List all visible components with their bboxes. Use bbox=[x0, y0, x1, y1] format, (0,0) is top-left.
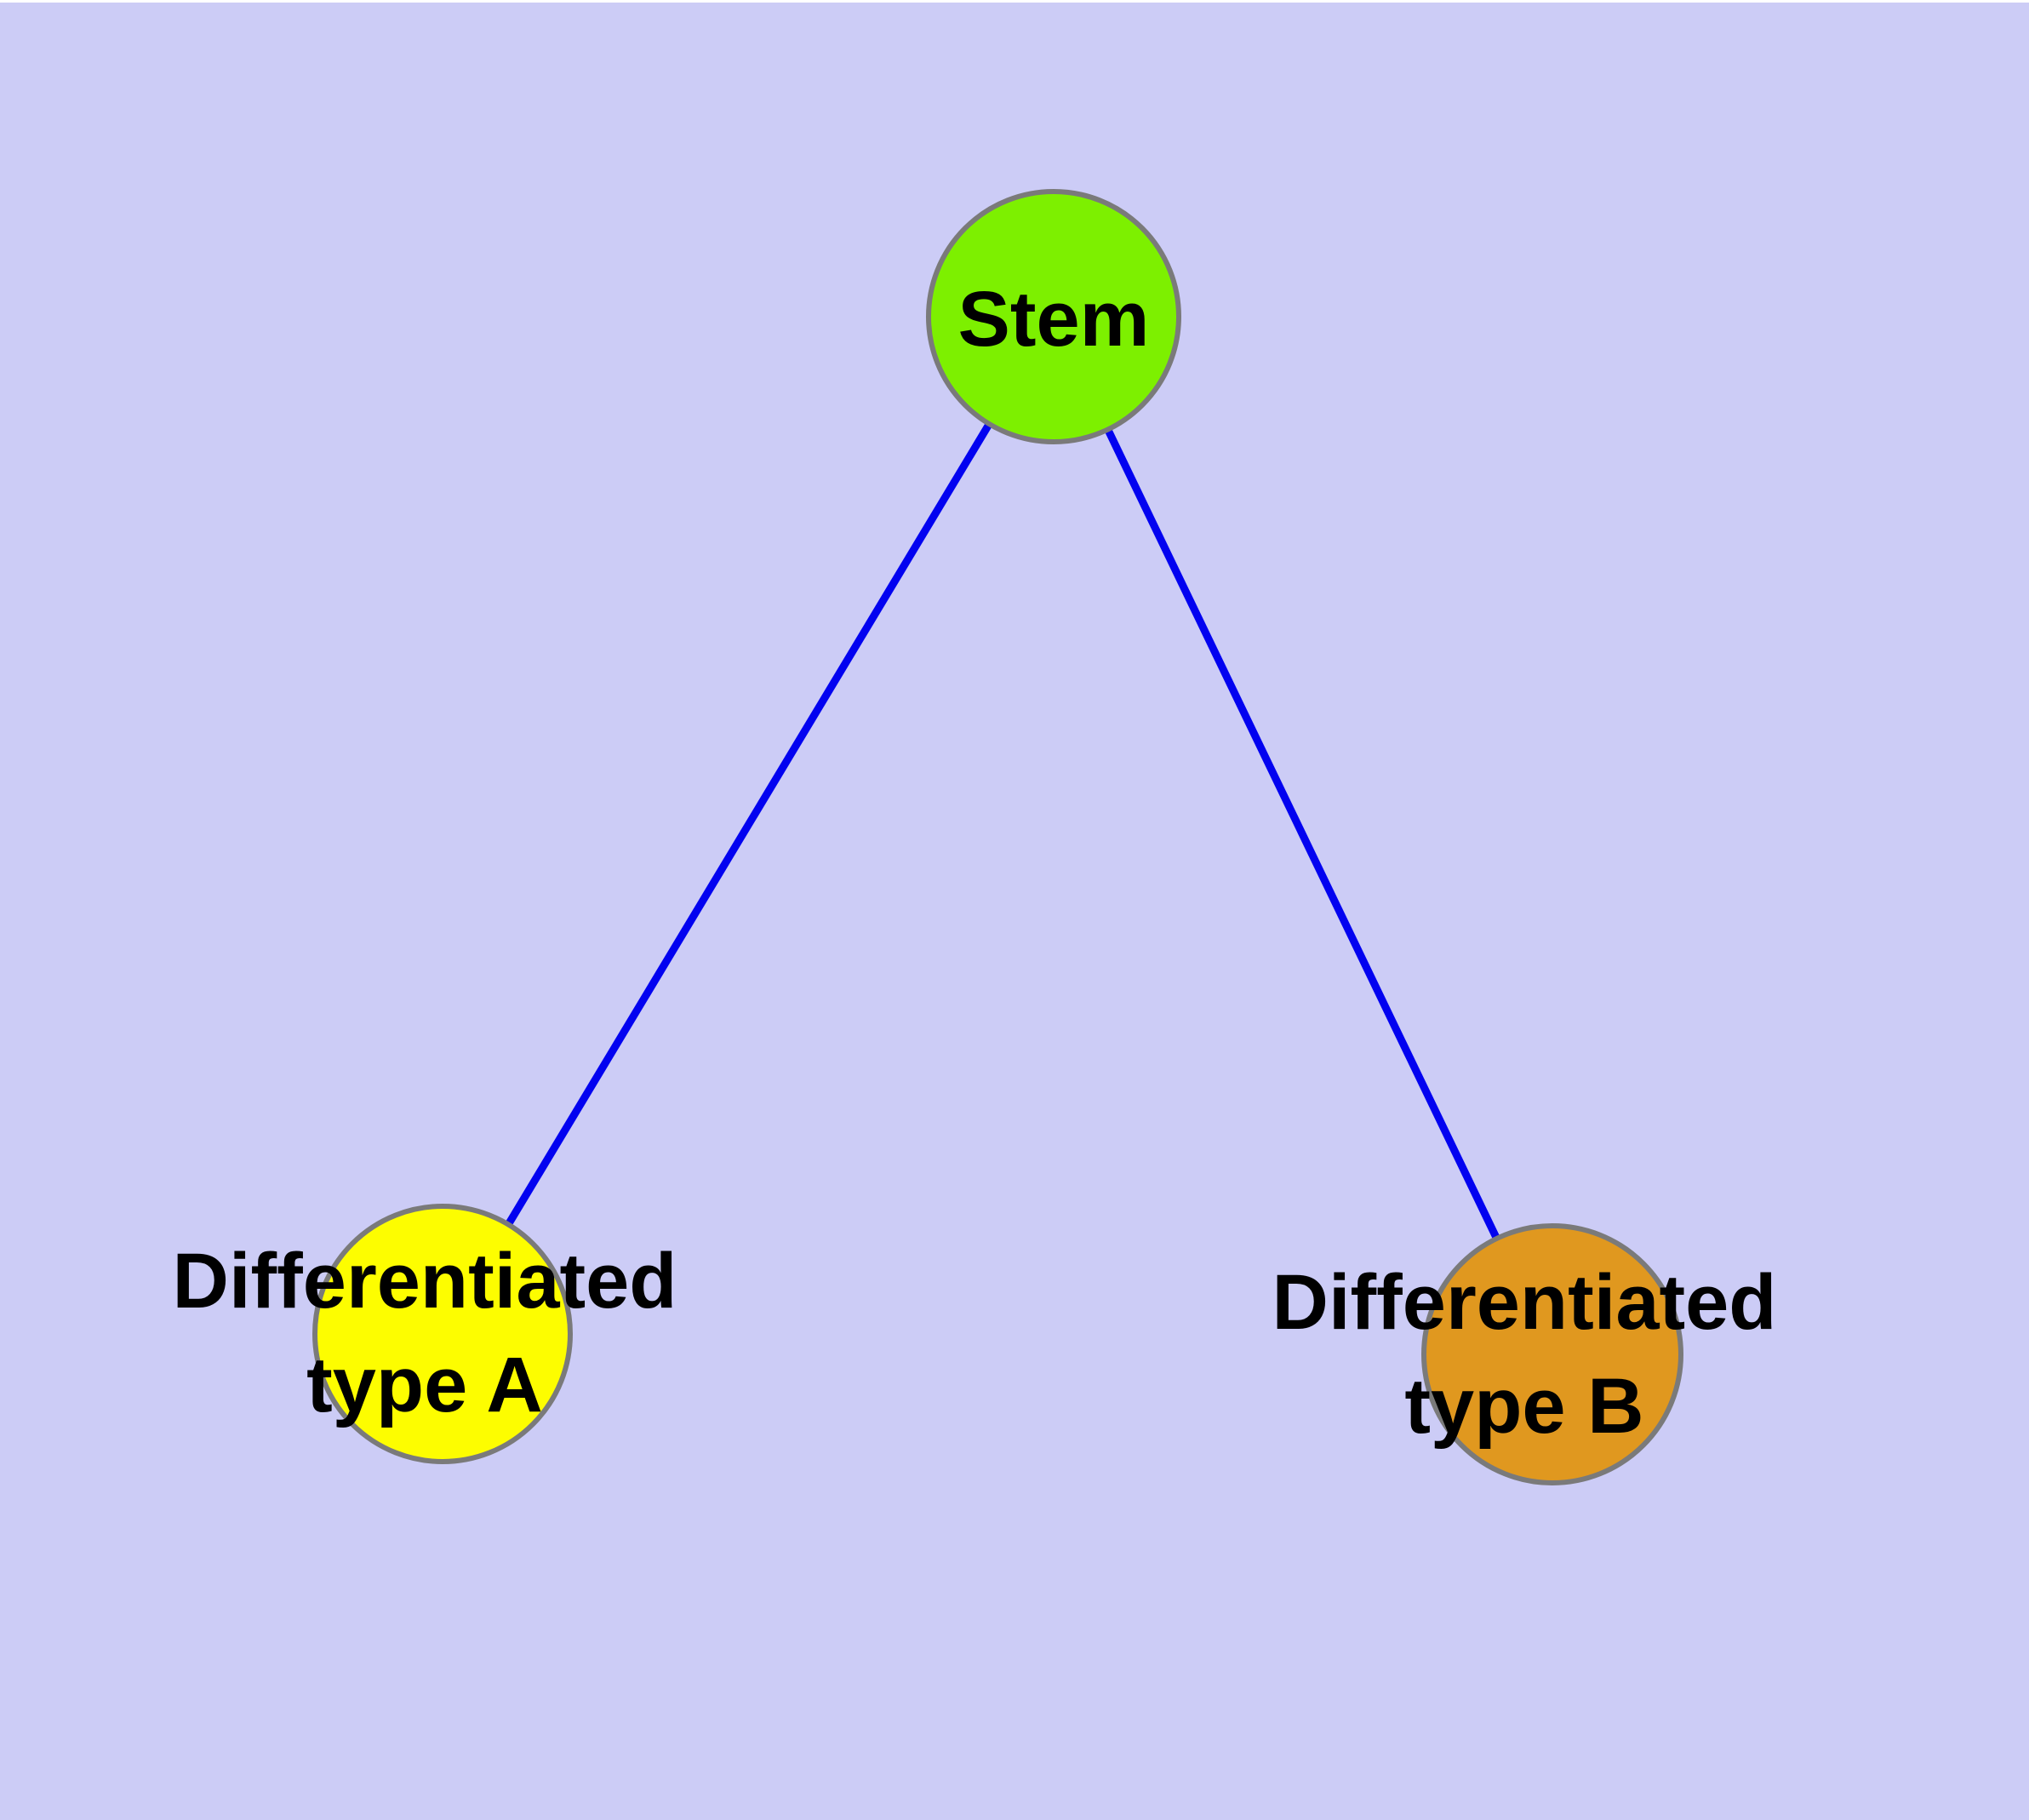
node-stem-label-text: Stem bbox=[957, 276, 1150, 363]
node-type-a-label: Differentiated type A bbox=[173, 1229, 677, 1437]
node-type-a-label-line2: type A bbox=[306, 1342, 543, 1428]
node-type-b-label-line1: Differentiated bbox=[1272, 1259, 1777, 1346]
node-differentiated-type-b bbox=[1421, 1223, 1683, 1485]
edge-stem-to-type-b bbox=[1049, 315, 1557, 1356]
node-type-a-label-line1: Differentiated bbox=[172, 1238, 677, 1325]
edge-stem-to-type-a bbox=[439, 314, 1057, 1336]
node-type-b-label: Differentiated type B bbox=[1272, 1251, 1777, 1458]
node-stem-label: Stem bbox=[958, 267, 1150, 371]
node-stem bbox=[926, 189, 1181, 444]
node-differentiated-type-a bbox=[312, 1204, 573, 1464]
node-type-b-label-line2: type B bbox=[1404, 1363, 1644, 1450]
